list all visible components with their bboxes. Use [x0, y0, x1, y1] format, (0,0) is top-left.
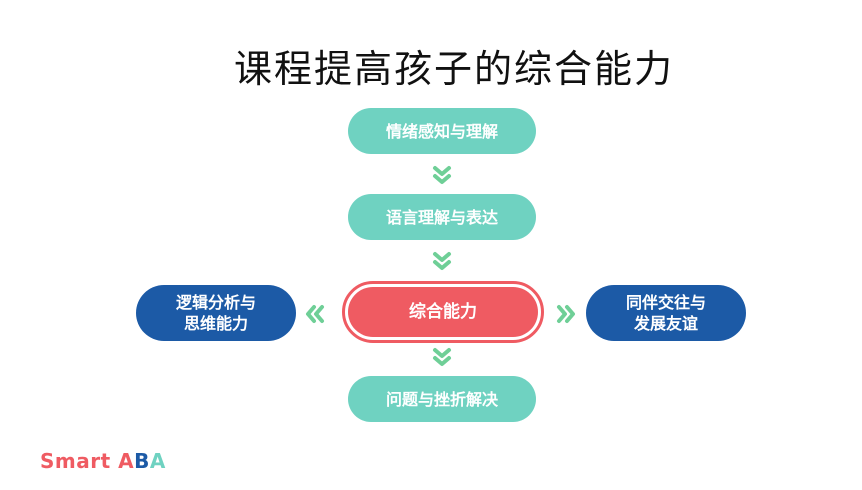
node-problem: 问题与挫折解决: [348, 376, 536, 422]
logo-letter-b: B: [134, 449, 150, 473]
smart-aba-logo: Smart ABA: [40, 449, 166, 473]
page-title: 课程提高孩子的综合能力: [233, 47, 674, 91]
logo-word: Smart: [40, 449, 111, 473]
node-language: 语言理解与表达: [348, 194, 536, 240]
double-chevron-down-icon: [433, 166, 451, 184]
node-logic: 逻辑分析与 思维能力: [136, 285, 296, 341]
node-core: 综合能力: [348, 287, 538, 337]
node-emotion: 情绪感知与理解: [348, 108, 536, 154]
double-chevron-right-icon: [557, 305, 575, 323]
double-chevron-down-icon: [433, 348, 451, 366]
logo-letter-a1: A: [118, 449, 135, 473]
logo-letter-a2: A: [149, 449, 166, 473]
node-social: 同伴交往与 发展友谊: [586, 285, 746, 341]
double-chevron-down-icon: [433, 252, 451, 270]
double-chevron-left-icon: [306, 305, 324, 323]
